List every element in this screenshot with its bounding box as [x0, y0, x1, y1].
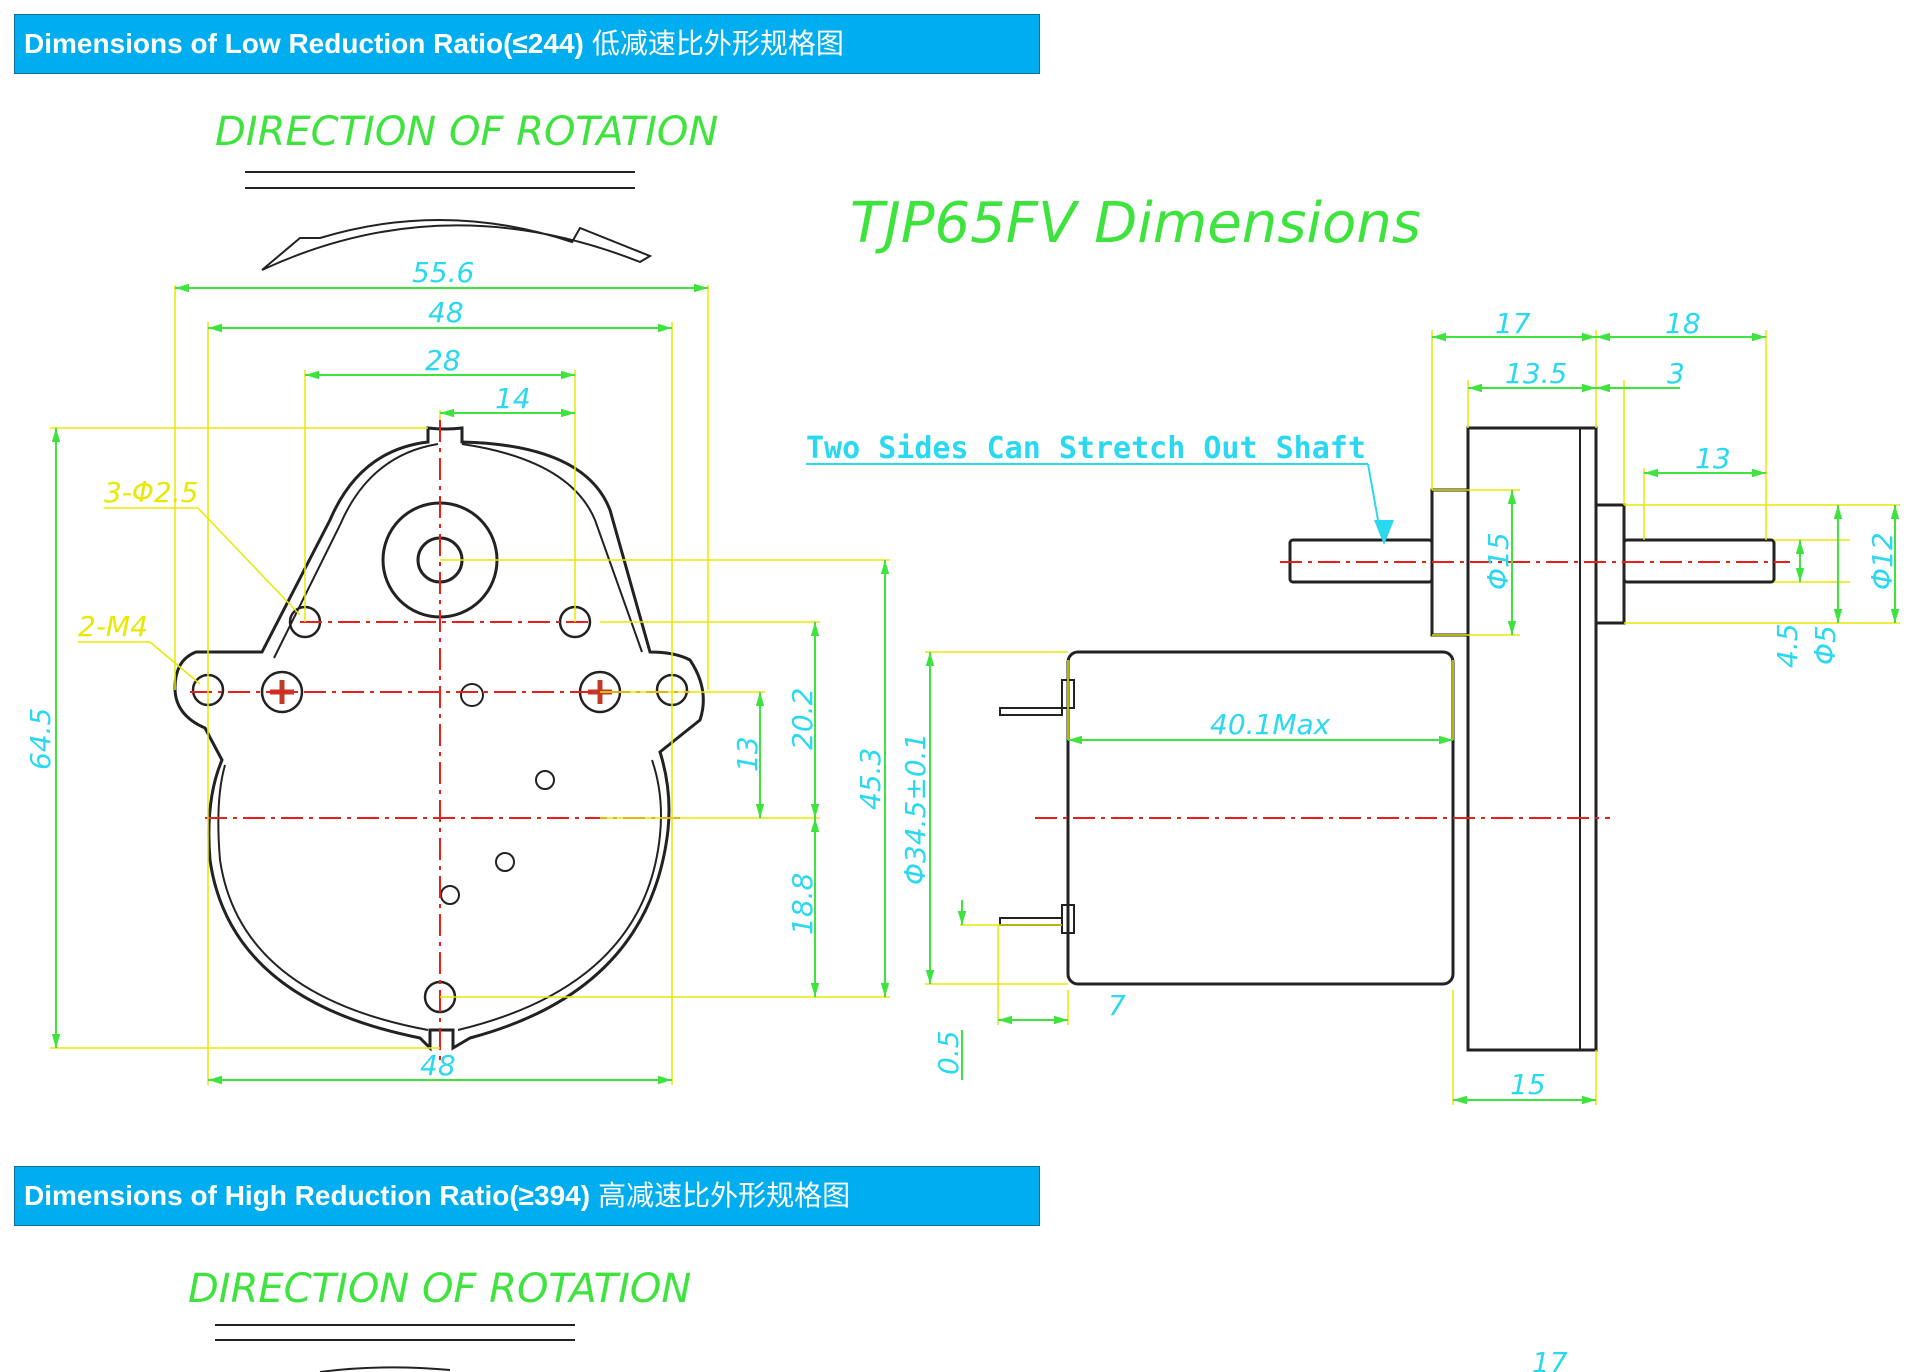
dim-phi34-5: Φ34.5±0.1: [899, 733, 932, 885]
direction-label: DIRECTION OF ROTATION: [215, 109, 718, 155]
section-banner-high-ratio: Dimensions of High Reduction Ratio(≥394)…: [14, 1166, 1040, 1226]
rotation-arc-arrow: [319, 1366, 451, 1372]
dim-phi15: Φ15: [1482, 532, 1515, 590]
small-hole: [495, 852, 515, 872]
gearbox-inner-edge: [461, 443, 643, 653]
banner-title-cjk: 高减速比外形规格图: [598, 1179, 851, 1212]
gearbox-body: [1466, 426, 1598, 1052]
gearbox-inner-edge: [273, 443, 439, 659]
shaft-note: Two Sides Can Stretch Out Shaft: [806, 431, 1366, 466]
banner-title-cjk: 低减速比外形规格图: [591, 27, 844, 60]
banner-title: Dimensions of Low Reduction Ratio(≤244): [24, 28, 584, 59]
dim-18-8: 18.8: [786, 873, 819, 935]
small-hole: [440, 885, 460, 905]
dim-48-top: 48: [428, 296, 464, 329]
dim-phi5: Φ5: [1809, 625, 1842, 665]
dim-4-5: 4.5: [1771, 623, 1804, 668]
front-view: [173, 420, 705, 1060]
screw-head: [260, 670, 304, 714]
front-dimension-lines: [51, 283, 890, 1085]
dim-13-5: 13.5: [1505, 357, 1567, 390]
dim-48-bottom: 48: [420, 1049, 456, 1082]
section-banner-low-ratio: Dimensions of Low Reduction Ratio(≤244)低…: [14, 14, 1040, 74]
dim-13-shaft: 13: [1695, 442, 1731, 475]
dim-17: 17: [1495, 307, 1531, 340]
callout-leaders: [78, 507, 301, 685]
dim-45-3: 45.3: [854, 748, 887, 810]
dim-0-5: 0.5: [932, 1030, 965, 1075]
dim-18: 18: [1665, 307, 1701, 340]
side-dimension-lines: [925, 332, 1900, 1105]
dim-55-6: 55.6: [412, 256, 474, 289]
dim-17-partial: 17: [1532, 1346, 1568, 1372]
callout-threads: 2-M4: [78, 610, 148, 643]
dim-28: 28: [425, 344, 461, 377]
dim-7: 7: [1108, 989, 1126, 1022]
dim-14: 14: [495, 382, 531, 415]
drawing-title: TJP65FV Dimensions: [850, 191, 1421, 256]
shaft-note-arrowhead: [1374, 520, 1394, 545]
front-boss: [1594, 503, 1626, 625]
dim-20-2: 20.2: [786, 688, 819, 750]
side-extension-lines: [925, 330, 1900, 1105]
dim-3: 3: [1667, 357, 1685, 390]
dim-64-5: 64.5: [24, 708, 57, 770]
rotation-arc-arrow: [261, 218, 653, 271]
dim-phi12: Φ12: [1866, 532, 1899, 590]
small-hole: [535, 770, 555, 790]
gearbox-inner-edge: [457, 759, 662, 1031]
gearbox-inner-edge: [217, 764, 429, 1031]
small-hole: [460, 683, 484, 707]
dim-13: 13: [731, 736, 764, 772]
callout-holes: 3-Φ2.5: [104, 476, 199, 509]
banner-title: Dimensions of High Reduction Ratio(≥394): [24, 1180, 591, 1211]
dim-15: 15: [1510, 1068, 1546, 1101]
direction-label-2: DIRECTION OF ROTATION: [188, 1266, 691, 1312]
dim-40-1max: 40.1Max: [1210, 708, 1331, 741]
